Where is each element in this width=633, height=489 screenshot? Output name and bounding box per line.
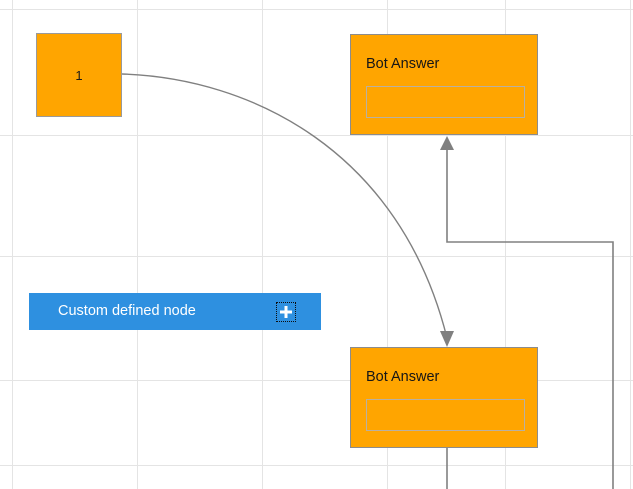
node-bot-answer-top[interactable]: Bot Answer — [350, 34, 538, 135]
custom-defined-node-label: Custom defined node — [58, 303, 196, 320]
node-bot-answer-bottom[interactable]: Bot Answer — [350, 347, 538, 448]
node-start[interactable]: 1 — [36, 33, 122, 117]
node-bot-answer-top-title: Bot Answer — [366, 56, 440, 72]
node-bot-answer-bottom-slot[interactable] — [366, 399, 525, 431]
connector-start-to-bot-answer-bottom[interactable] — [121, 73, 448, 339]
node-bot-answer-top-slot[interactable] — [366, 86, 525, 118]
arrowhead-down-icon — [440, 331, 454, 347]
node-bot-answer-bottom-title: Bot Answer — [366, 369, 440, 385]
connector-feedback-to-bot-answer-top[interactable] — [446, 148, 614, 489]
node-start-label: 1 — [75, 67, 83, 83]
arrowhead-up-icon — [440, 136, 454, 150]
custom-defined-node-item[interactable]: Custom defined node — [29, 293, 321, 330]
plus-icon[interactable] — [276, 301, 296, 322]
